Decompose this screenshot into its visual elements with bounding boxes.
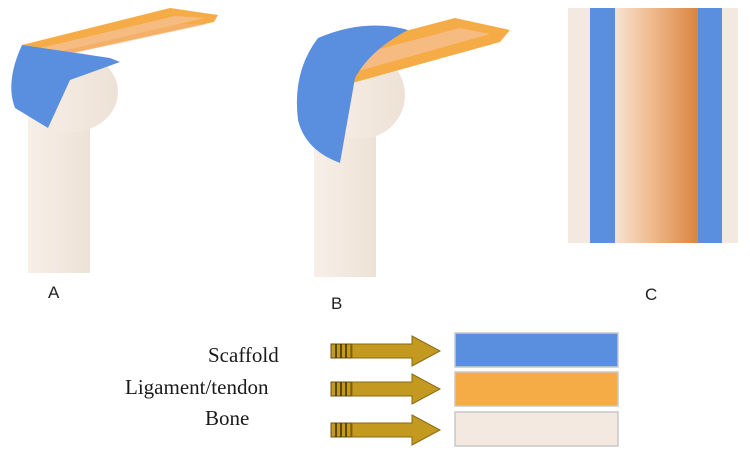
legend-swatch-scaffold — [454, 332, 619, 368]
scaffold-a — [11, 45, 121, 128]
legend-row-ligament: Ligament/tendon — [125, 371, 619, 407]
scaffold-left — [590, 8, 615, 243]
bone-shaft — [28, 115, 90, 273]
panel-label-b: B — [331, 294, 342, 313]
arrow-icon — [330, 335, 442, 367]
ligament-fiber — [345, 28, 490, 72]
legend-label-ligament: Ligament/tendon — [125, 375, 269, 399]
ligament-b — [325, 18, 510, 85]
legend: Scaffold Ligament/tendon — [125, 332, 619, 447]
legend-swatch-ligament — [454, 371, 619, 407]
panel-b — [296, 18, 510, 277]
ligament-fiber — [40, 16, 205, 55]
ligament-a — [22, 8, 218, 62]
tendon-core — [615, 8, 698, 243]
ligament-fiber — [38, 24, 208, 60]
legend-row-bone: Bone — [205, 406, 619, 447]
legend-label-scaffold: Scaffold — [208, 343, 279, 367]
legend-row-scaffold: Scaffold — [208, 332, 619, 368]
arrow-icon — [330, 414, 442, 446]
legend-swatch-bone — [454, 411, 619, 447]
panel-c — [568, 8, 738, 243]
scaffold-b — [296, 25, 408, 163]
panel-label-a: A — [48, 283, 60, 302]
arrow-icon — [330, 373, 442, 405]
scaffold-right — [698, 8, 722, 243]
legend-label-bone: Bone — [205, 406, 249, 430]
panel-label-c: C — [645, 285, 657, 304]
panel-a — [11, 8, 218, 273]
